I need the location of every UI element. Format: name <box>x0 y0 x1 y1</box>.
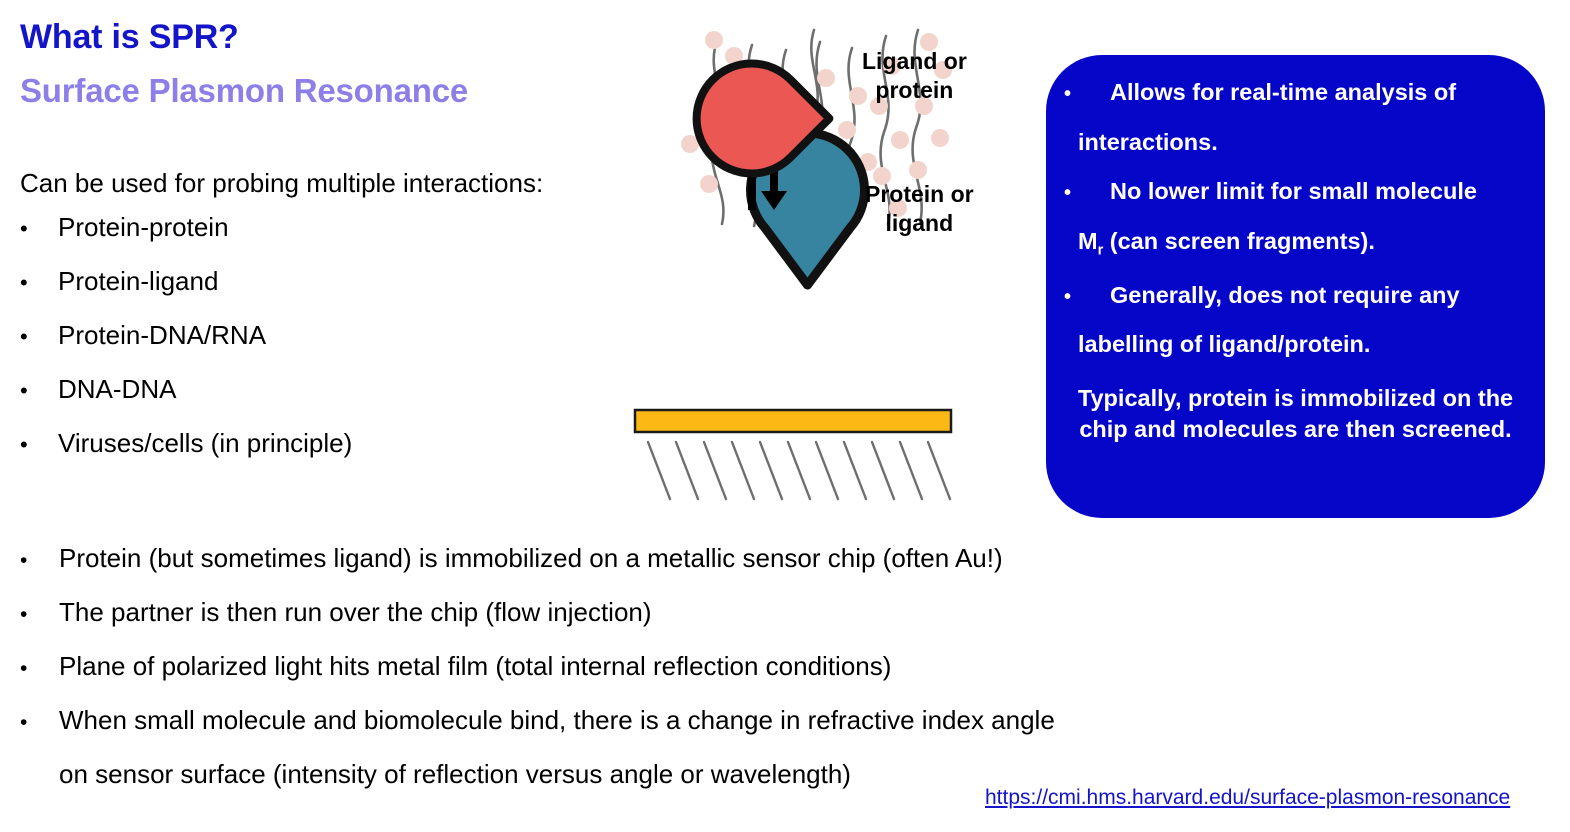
list-item: • When small molecule and biomolecule bi… <box>20 705 1200 759</box>
list-item: • Protein (but sometimes ligand) is immo… <box>20 543 1200 597</box>
molecular-weight-symbol: M <box>1078 227 1098 254</box>
advantages-callout-box: • Allows for real-time analysis of inter… <box>1046 55 1545 518</box>
callout-list-item: • Allows for real-time analysis of <box>1064 79 1527 105</box>
list-item: • The partner is then run over the chip … <box>20 597 1200 651</box>
list-item: • Protein-DNA/RNA <box>20 320 620 374</box>
diagram-label-line: protein <box>875 77 954 104</box>
list-item-label: Protein-DNA/RNA <box>58 320 267 350</box>
list-item-label: Plane of polarized light hits metal film… <box>59 651 892 681</box>
bullet-icon: • <box>20 216 28 241</box>
callout-item-continuation: labelling of ligand/protein. <box>1078 331 1371 358</box>
page-title: What is SPR? <box>20 18 239 56</box>
diagram-label-ligand: Ligand or protein <box>862 47 967 106</box>
bullet-icon: • <box>20 603 28 626</box>
intro-text: Can be used for probing multiple interac… <box>20 168 544 198</box>
callout-item-label: No lower limit for small molecule <box>1110 178 1477 204</box>
diagram-label-line: Ligand or <box>862 48 967 74</box>
list-item-label: When small molecule and biomolecule bind… <box>59 705 1055 735</box>
bullet-icon: • <box>20 657 28 680</box>
list-item: • Protein-ligand <box>20 266 620 320</box>
spr-diagram: Ligand or protein Protein or ligand <box>600 10 1000 510</box>
prism-hatching <box>646 440 952 501</box>
callout-item-continuation: Mr (can screen fragments). <box>1064 227 1527 259</box>
page-subtitle: Surface Plasmon Resonance <box>20 72 469 109</box>
callout-item-label: Allows for real-time analysis of <box>1110 79 1457 105</box>
list-item: • Viruses/cells (in principle) <box>20 428 620 482</box>
interaction-types-list: • Protein-protein • Protein-ligand • Pro… <box>20 212 620 482</box>
callout-summary-line: chip and molecules are then screened. <box>1079 416 1512 443</box>
list-item-label: The partner is then run over the chip (f… <box>59 597 652 627</box>
list-item-label: Protein-ligand <box>58 266 219 296</box>
callout-summary: Typically, protein is immobilized on the… <box>1064 383 1527 446</box>
bullet-icon: • <box>20 549 28 572</box>
molecular-weight-suffix: (can screen fragments). <box>1103 227 1375 254</box>
list-item: • Plane of polarized light hits metal fi… <box>20 651 1200 705</box>
dextran-chain <box>911 28 923 225</box>
callout-item-label: Generally, does not require any <box>1110 281 1460 308</box>
list-item-label: DNA-DNA <box>58 374 177 404</box>
molecular-weight-subscript: r <box>1097 242 1104 259</box>
ligand-teardrop-shape <box>692 59 834 178</box>
list-item-label: Viruses/cells (in principle) <box>58 428 353 458</box>
list-item-label: Protein (but sometimes ligand) is immobi… <box>59 543 1003 573</box>
bullet-icon: • <box>1064 83 1072 105</box>
diagram-label-protein: Protein or ligand <box>865 180 974 239</box>
list-item: • DNA-DNA <box>20 374 620 428</box>
diagram-label-line: Protein or <box>865 181 974 207</box>
bullet-icon: • <box>1064 182 1072 204</box>
source-link[interactable]: https://cmi.hms.harvard.edu/surface-plas… <box>985 786 1511 809</box>
callout-summary-line: Typically, protein is immobilized on the <box>1077 384 1514 411</box>
list-item-label: Protein-protein <box>58 212 229 242</box>
bullet-icon: • <box>20 270 28 295</box>
gold-sensor-chip <box>633 408 953 434</box>
callout-list-item: • Generally, does not require any <box>1064 281 1527 308</box>
bullet-icon: • <box>20 378 28 403</box>
spr-diagram-svg <box>633 28 953 501</box>
bullet-icon: • <box>20 432 28 457</box>
callout-list-item: • No lower limit for small molecule <box>1064 178 1527 204</box>
callout-item-continuation: interactions. <box>1078 128 1218 155</box>
bullet-icon: • <box>20 324 28 349</box>
list-item: • Protein-protein <box>20 212 620 266</box>
bullet-icon: • <box>20 711 28 734</box>
arrow-down-icon <box>761 147 787 210</box>
bullet-icon: • <box>1064 285 1072 308</box>
list-item-continuation: on sensor surface (intensity of reflecti… <box>59 759 851 789</box>
diagram-label-line: ligand <box>885 210 954 237</box>
spr-workflow-list: • Protein (but sometimes ligand) is immo… <box>20 543 1200 813</box>
